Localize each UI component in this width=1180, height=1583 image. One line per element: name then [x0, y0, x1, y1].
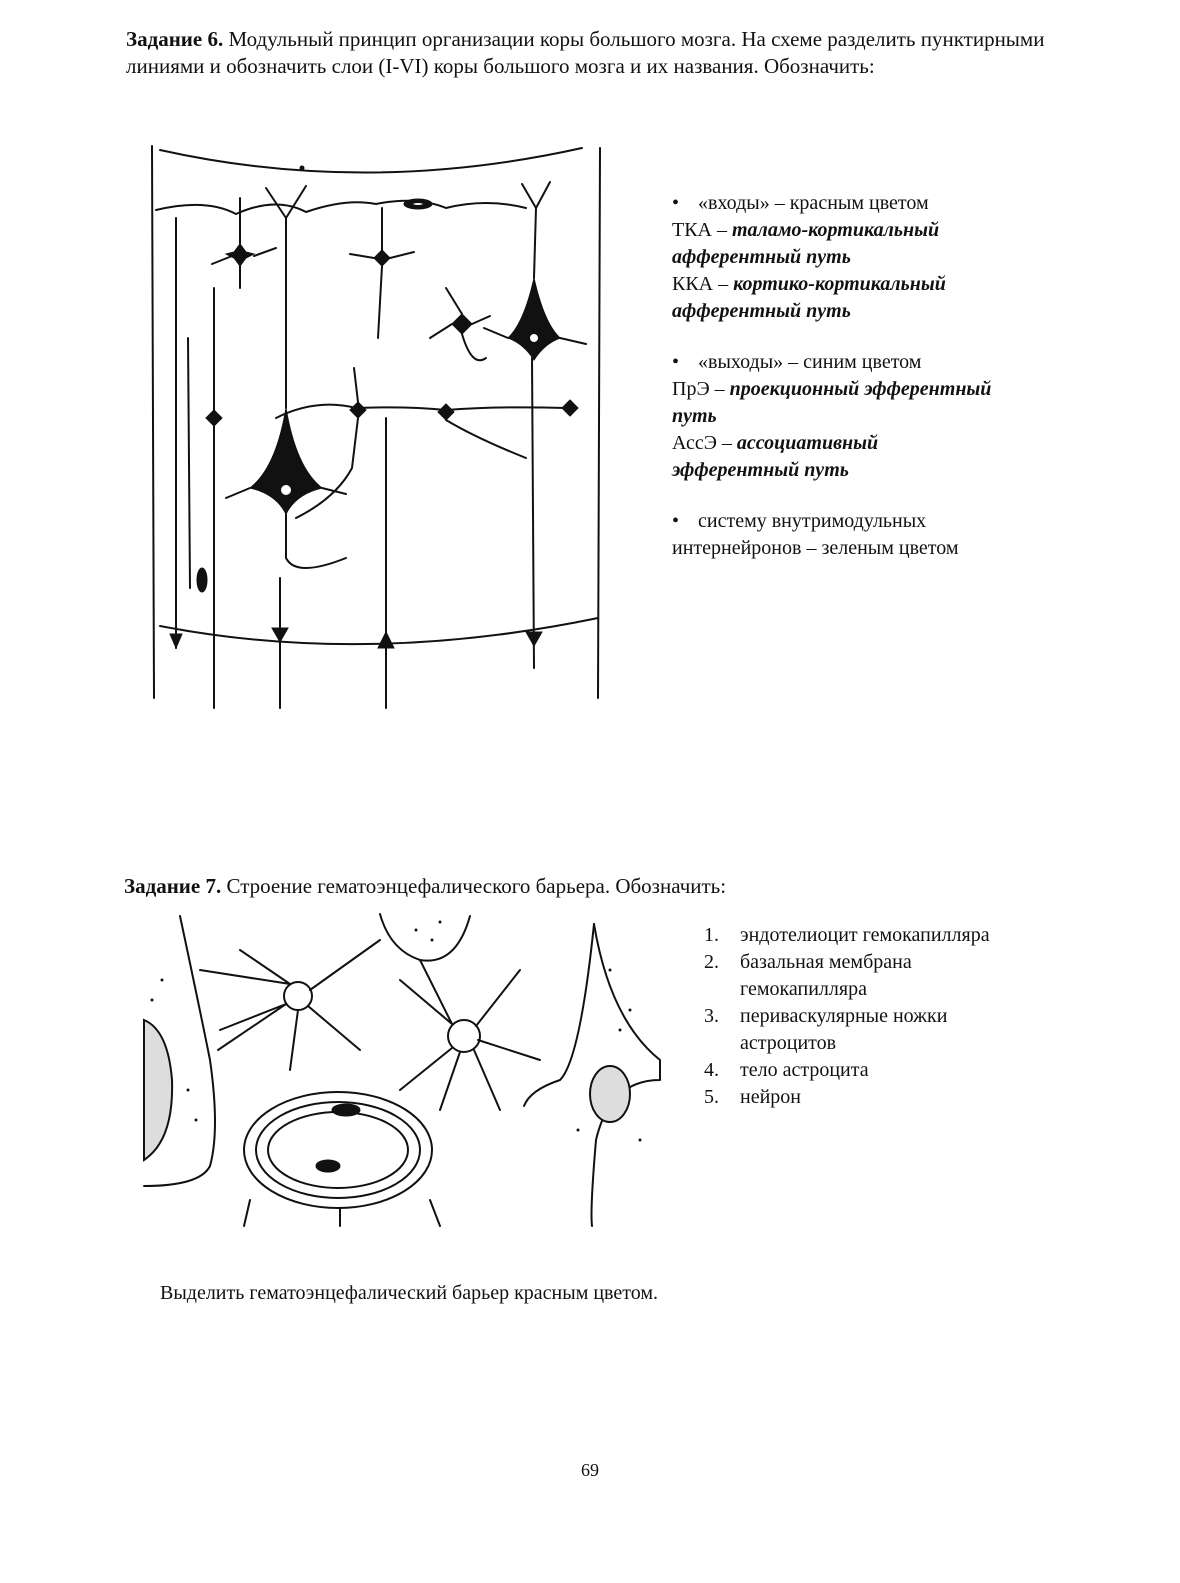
module-top-curve — [160, 148, 582, 173]
stellate-cell-2 — [350, 208, 414, 338]
bullet: • — [672, 190, 698, 217]
bullet: • — [672, 349, 698, 376]
middle-plexus — [276, 405, 566, 418]
task7-legend: 1. эндотелиоцит гемокапилляра 2. базальн… — [704, 922, 1084, 1111]
astrocyte-body-2 — [448, 1020, 480, 1052]
item-text: нейрон — [740, 1084, 1084, 1111]
fiber-6 — [188, 338, 190, 588]
legend7-item: 5. нейрон — [704, 1084, 1084, 1111]
asse-desc-2: эфферентный путь — [672, 457, 1072, 484]
kka-abbr: ККА – — [672, 273, 733, 295]
task7-text: Строение гематоэнцефалического барьера. … — [221, 874, 726, 898]
right-pyramidal-cell — [508, 278, 560, 360]
capillary-basal-membrane — [256, 1102, 420, 1198]
item-text: эндотелиоцит гемокапилляра — [740, 922, 1084, 949]
bbb-drawing — [140, 910, 670, 1230]
capillary-lumen — [268, 1112, 408, 1188]
fiber-5 — [532, 358, 534, 668]
legend7-item: 3. периваскулярные ножки астроцитов — [704, 1003, 1084, 1057]
legend7-item: 1. эндотелиоцит гемокапилляра — [704, 922, 1084, 949]
item-line1: эндотелиоцит гемокапилляра — [740, 924, 990, 946]
item-line1: нейрон — [740, 1086, 801, 1108]
large-pyramidal-cell — [250, 408, 322, 514]
item-line2: астроцитов — [740, 1032, 836, 1054]
upper-cell-outline — [380, 914, 470, 961]
task7-label: Задание 7. — [124, 874, 221, 898]
asse-abbr: АссЭ – — [672, 432, 737, 454]
bullet: • — [672, 508, 698, 535]
kka-desc-2: афферентный путь — [672, 298, 1072, 325]
cortex-module-figure — [146, 138, 616, 718]
item-number: 5. — [704, 1084, 740, 1111]
item-line2: гемокапилляра — [740, 978, 867, 1000]
spindle-cell — [197, 568, 207, 592]
legend7-item: 4. тело астроцита — [704, 1057, 1084, 1084]
task6-label: Задание 6. — [126, 27, 223, 51]
outputs-title: «выходы» – синим цветом — [698, 351, 921, 373]
endothelial-nucleus-1 — [332, 1104, 360, 1116]
task6-heading: Задание 6. Модульный принцип организации… — [126, 26, 1056, 80]
item-text: периваскулярные ножки астроцитов — [740, 1003, 1084, 1057]
item-text: тело астроцита — [740, 1057, 1084, 1084]
task6-text: Модульный принцип организации коры больш… — [126, 27, 1044, 78]
cortex-module-drawing — [146, 138, 616, 718]
legend-inputs-group: •«входы» – красным цветом ТКА – таламо-к… — [672, 190, 1072, 325]
instruction-text: Выделить гематоэнцефалический барьер кра… — [160, 1280, 960, 1306]
pre-desc: проекционный эфферентный — [730, 378, 992, 400]
legend-interneurons-group: •систему внутримодульных интернейронов –… — [672, 508, 1072, 562]
stellate-cell-4 — [296, 368, 366, 518]
item-number: 3. — [704, 1003, 740, 1057]
item-text: базальная мембрана гемокапилляра — [740, 949, 1084, 1003]
stipple-dots — [151, 921, 641, 1141]
item-number: 2. — [704, 949, 740, 1003]
interneurons-line1: систему внутримодульных — [698, 510, 926, 532]
left-neuron-nucleus — [144, 1020, 172, 1160]
upper-plexus — [156, 201, 526, 214]
interneurons-line2: интернейронов – зеленым цветом — [672, 535, 1072, 562]
stellate-cell-5 — [438, 404, 526, 458]
module-left-border — [152, 146, 154, 698]
module-right-border — [598, 148, 600, 698]
kka-desc: кортико-кортикальный — [733, 273, 946, 295]
pre-desc-2: путь — [672, 403, 1072, 430]
item-line1: базальная мембрана — [740, 951, 912, 973]
stellate-cell-6 — [206, 410, 222, 426]
page-number: 69 — [560, 1460, 620, 1481]
inputs-title: «входы» – красным цветом — [698, 192, 929, 214]
legend-outputs-group: •«выходы» – синим цветом ПрЭ – проекцион… — [672, 349, 1072, 484]
task6-legend: •«входы» – красным цветом ТКА – таламо-к… — [672, 190, 1072, 586]
right-neuron-nucleus — [590, 1066, 630, 1122]
stellate-cell-3 — [430, 288, 490, 360]
tka-abbr: ТКА – — [672, 219, 732, 241]
pre-abbr: ПрЭ – — [672, 378, 730, 400]
tka-desc: таламо-кортикальный — [732, 219, 939, 241]
item-line1: периваскулярные ножки — [740, 1005, 947, 1027]
stellate-cell-7 — [562, 400, 578, 416]
bbb-figure — [140, 910, 670, 1230]
legend7-item: 2. базальная мембрана гемокапилляра — [704, 949, 1084, 1003]
asse-desc: ассоциативный — [737, 432, 878, 454]
endothelial-nucleus-2 — [316, 1160, 340, 1172]
tka-desc-2: афферентный путь — [672, 244, 1072, 271]
item-line1: тело астроцита — [740, 1059, 869, 1081]
item-number: 4. — [704, 1057, 740, 1084]
task7-heading: Задание 7. Строение гематоэнцефалическог… — [124, 873, 1024, 900]
item-number: 1. — [704, 922, 740, 949]
